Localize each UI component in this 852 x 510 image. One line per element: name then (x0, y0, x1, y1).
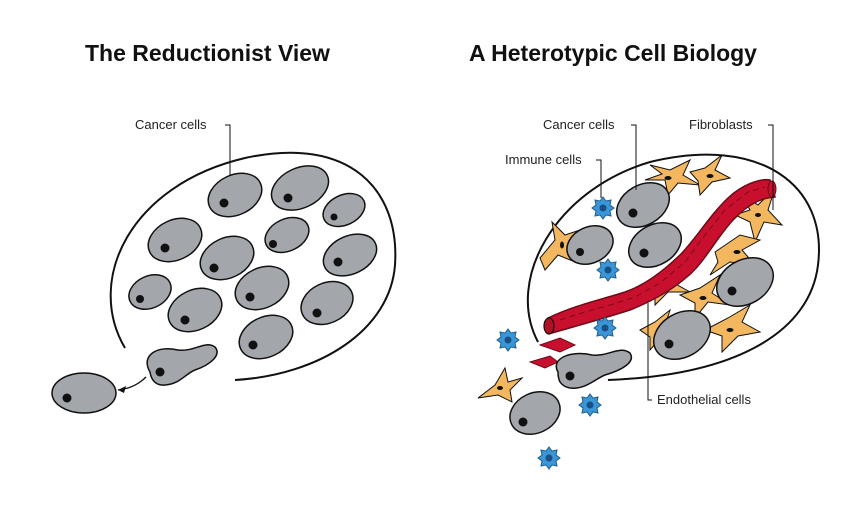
fibroblast (477, 366, 524, 403)
reductionist-diagram: Cancer cells (51, 117, 397, 414)
vessel-end (767, 180, 777, 198)
cancer-cell-group (51, 165, 378, 414)
migration-arrowhead (118, 386, 126, 393)
vessel-sprout (538, 337, 577, 353)
immune-cell (537, 446, 561, 470)
fibroblasts-label: Fibroblasts (689, 117, 753, 132)
cancer-cell (207, 172, 263, 218)
immune-cell (496, 328, 520, 352)
cancer-cell (128, 274, 172, 310)
escaped-cancer-cell (509, 391, 561, 435)
escaped-cancer-cell (51, 372, 117, 414)
vessel-sprout (528, 355, 559, 369)
cancer-cell (264, 216, 310, 254)
cancer-cells-label: Cancer cells (543, 117, 615, 132)
endothelial-cells-label: Endothelial cells (657, 392, 751, 407)
fibroblast (644, 158, 701, 197)
cancer-cell (653, 310, 711, 360)
endothelial-label-leader (647, 303, 652, 401)
cancer-cell (322, 233, 378, 277)
cancer-label-leader (631, 124, 637, 190)
cancer-label-leader (225, 124, 231, 175)
vessel-endothelium (559, 186, 766, 321)
cancer-cells-label: Cancer cells (135, 117, 207, 132)
cancer-cell (238, 314, 294, 360)
cancer-cell (147, 217, 203, 263)
nuclei (62, 193, 343, 403)
cancer-cell (322, 192, 366, 228)
heterotypic-biology-title: A Heterotypic Cell Biology (469, 40, 757, 66)
fibroblasts-label-leader (768, 124, 774, 210)
nuclei (518, 208, 737, 427)
tumor-boundary (109, 151, 397, 381)
tumor-boundary (526, 153, 820, 381)
migrating-cancer-cell (555, 349, 633, 389)
immune-cell (596, 258, 620, 282)
immune-cell (593, 316, 617, 340)
immune-cell (591, 196, 615, 220)
immune-label-leader (596, 159, 602, 198)
immune-cells-label: Immune cells (505, 152, 582, 167)
reductionist-view-title: The Reductionist View (85, 40, 330, 66)
immune-cell (578, 393, 602, 417)
cancer-cell (300, 280, 354, 326)
fibroblast (703, 303, 762, 354)
vessel-lumen (543, 317, 555, 335)
migrating-cancer-cell (146, 344, 218, 386)
heterotypic-diagram: Cancer cells Fibroblasts Immune cells En… (477, 117, 820, 470)
